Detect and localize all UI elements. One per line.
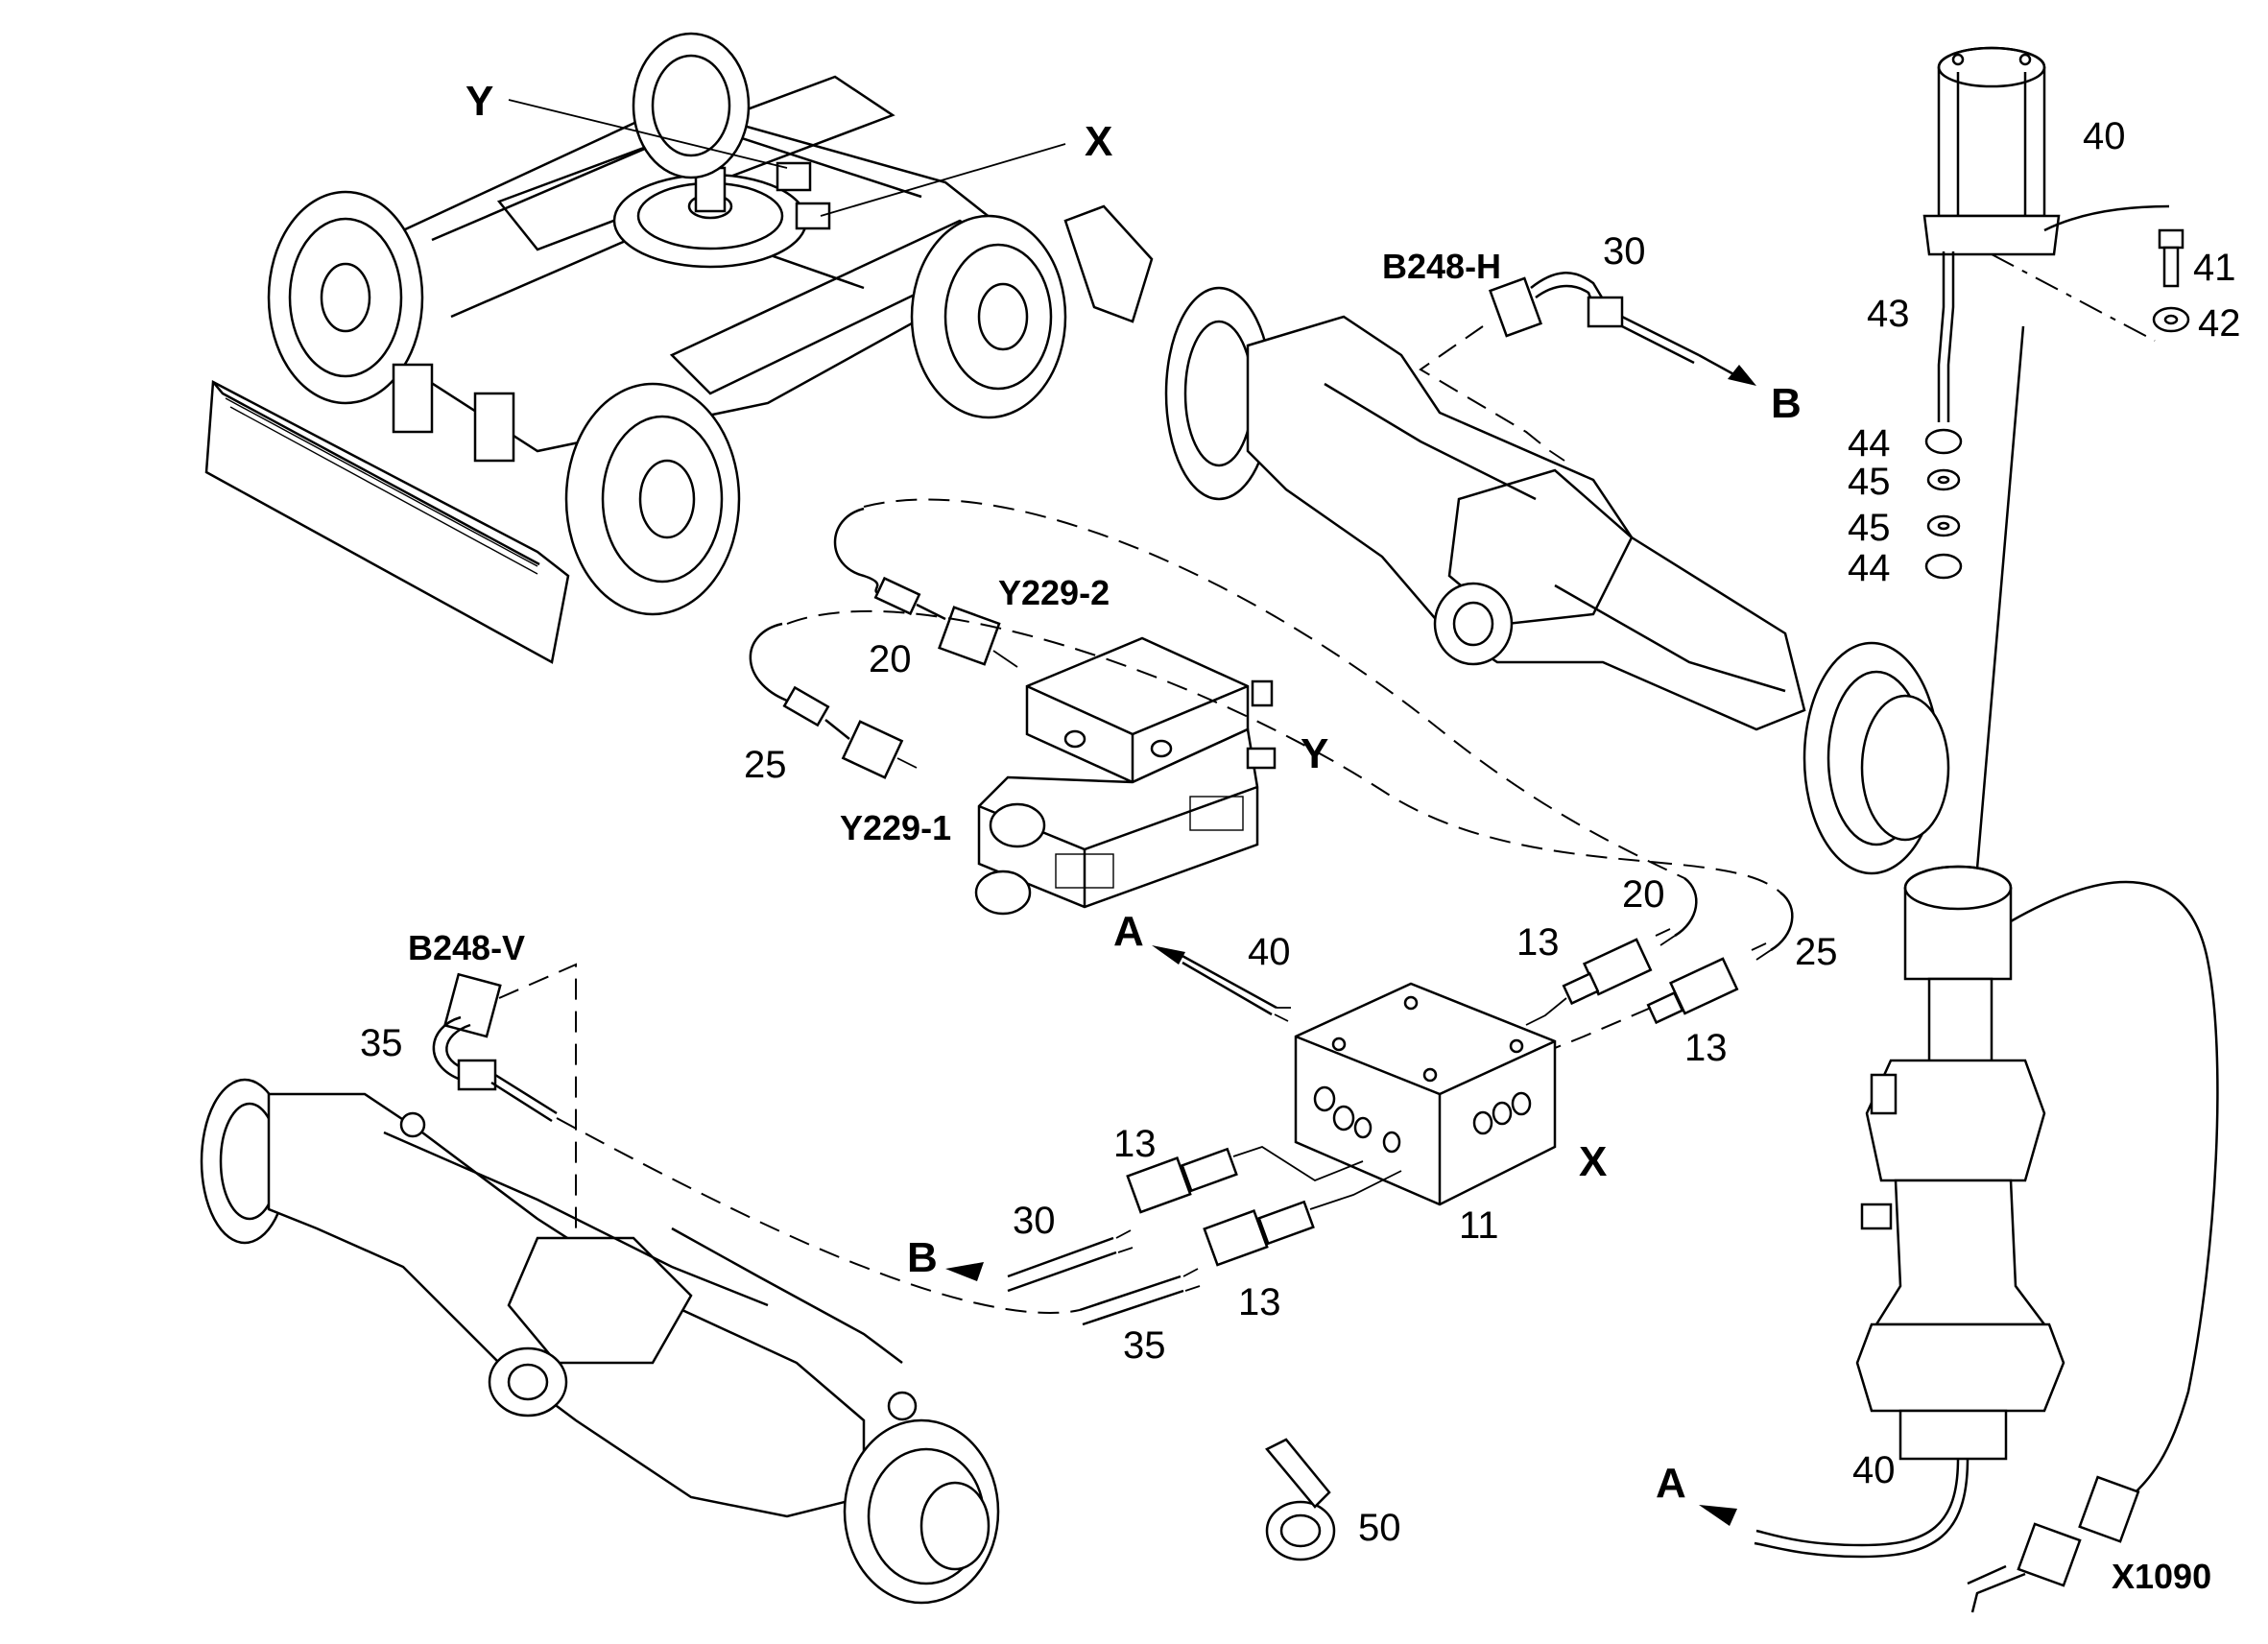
dashed-sensor-to-axle (1419, 325, 1551, 452)
wheel-front-right (564, 382, 741, 616)
label-part-13-d: 13 (1238, 1281, 1281, 1323)
part-40-cable-mid (1152, 945, 1291, 1022)
front-axle (200, 1078, 1000, 1605)
part-40-motor (1922, 46, 2170, 256)
arrow-A-bottom (1699, 1505, 1737, 1526)
part-44-nut-top (1924, 428, 1963, 455)
dashed-wire-20 (863, 498, 1685, 879)
arrow-B-top (1698, 353, 1756, 386)
part-20-connector-left (833, 507, 1018, 668)
label-part-44-bottom: 44 (1848, 547, 1891, 589)
part-44-nut-bottom (1924, 553, 1963, 580)
leader-fitting-c (1232, 1146, 1364, 1182)
part-41-bolt (2158, 228, 2184, 288)
dashed-sensor-to-axle-front (498, 963, 577, 1238)
label-part-30-top: 30 (1603, 230, 1646, 273)
part-30-sensor-top (1488, 272, 1700, 365)
part-45-washer-bottom (1926, 514, 1961, 537)
label-X-block: X (1579, 1138, 1607, 1185)
wheel-rear-left (632, 32, 751, 179)
leader-Y-top (508, 99, 788, 169)
label-arrow-A-mid: A (1113, 908, 1144, 955)
dashed-wire-35 (556, 1117, 1081, 1314)
label-part-11: 11 (1459, 1204, 1499, 1247)
part-25-cable-right (1751, 892, 1794, 961)
leader-motor-to-column (1975, 325, 2025, 870)
label-part-35-left: 35 (360, 1022, 403, 1064)
part-35-sensor-left (432, 972, 558, 1123)
label-part-13-c: 13 (1113, 1123, 1157, 1165)
label-part-20-left: 20 (869, 638, 912, 680)
vehicle-overview-drawing (204, 32, 1154, 664)
wheel-rear-right (910, 214, 1067, 419)
part-30-cable-bottom (945, 1229, 1134, 1293)
part-13-fitting-b (1646, 957, 1739, 1025)
part-35-cable-bottom (1079, 1268, 1201, 1326)
part-25-connector-left (749, 622, 918, 779)
part-50-cable-clip (1265, 1438, 1336, 1561)
label-part-40-bottom: 40 (1852, 1449, 1896, 1491)
leader-fitting-a (1525, 997, 1567, 1026)
label-Y-top: Y (466, 78, 493, 125)
label-part-20-right: 20 (1622, 873, 1665, 916)
label-Y229-2: Y229-2 (998, 573, 1110, 612)
label-part-25-right: 25 (1795, 931, 1838, 973)
label-part-45-top: 45 (1848, 461, 1891, 503)
label-part-40-cable: 40 (1248, 931, 1291, 973)
label-part-13-b: 13 (1684, 1027, 1728, 1069)
part-11-block-X (1294, 982, 1557, 1206)
valve-assembly-Y (974, 636, 1277, 916)
label-part-44-top: 44 (1848, 422, 1891, 465)
label-X1090: X1090 (2112, 1557, 2211, 1596)
label-Y229-1: Y229-1 (840, 808, 951, 847)
part-20-cable-right (1655, 877, 1698, 946)
rear-axle (1164, 286, 1950, 875)
label-part-13-a: 13 (1516, 921, 1560, 964)
part-42-washer (2152, 306, 2190, 333)
leader-X-top (820, 143, 1066, 217)
label-arrow-B-bottom: B (907, 1234, 938, 1281)
label-part-50: 50 (1358, 1507, 1401, 1549)
label-part-41: 41 (2193, 247, 2236, 289)
dashed-motor-to-bolt (1991, 253, 2156, 342)
label-part-43: 43 (1867, 293, 1910, 335)
part-45-washer-top (1926, 468, 1961, 491)
part-43-stud (1937, 251, 1955, 422)
leader-sensor-top (1549, 450, 1565, 462)
label-part-30-bottom: 30 (1013, 1200, 1056, 1242)
label-arrow-A-bottom: A (1656, 1460, 1686, 1507)
wheel-front-left (267, 190, 424, 405)
label-part-45-bottom: 45 (1848, 507, 1891, 549)
label-B248-H: B248-H (1382, 247, 1501, 286)
label-X-top: X (1085, 118, 1112, 165)
part-13-fitting-a (1562, 938, 1653, 1006)
label-part-35-bottom: 35 (1123, 1324, 1166, 1367)
label-B248-V: B248-V (408, 928, 525, 967)
dashed-wire-25 (786, 609, 1781, 893)
label-arrow-B-top: B (1771, 380, 1802, 427)
part-13-fitting-c (1126, 1147, 1238, 1214)
label-part-25-left: 25 (744, 744, 787, 786)
steering-column-assembly (1754, 865, 2219, 1559)
label-part-42: 42 (2198, 302, 2241, 345)
connector-X1090 (1967, 1475, 2140, 1613)
part-13-fitting-d (1203, 1200, 1315, 1267)
label-part-40-motor: 40 (2083, 115, 2126, 157)
leader-fitting-d (1309, 1170, 1402, 1210)
label-Y-valve: Y (1301, 730, 1328, 777)
